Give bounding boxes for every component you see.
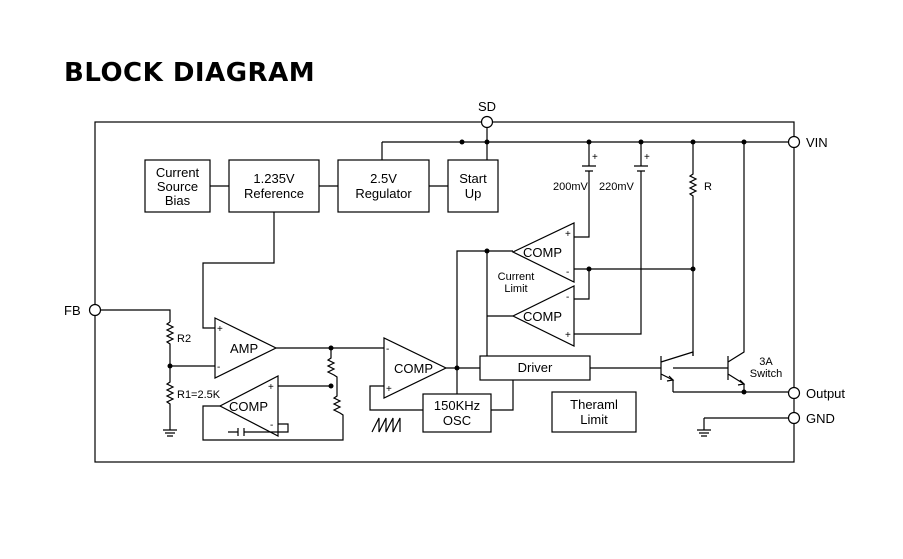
- q1-arrow: [666, 375, 675, 382]
- cl-comp2-label: COMP: [523, 309, 562, 324]
- current-limit-comp-1: COMP + -: [511, 222, 575, 283]
- gnd-pin: [787, 411, 801, 425]
- ref-to-amp-wire: [202, 212, 275, 329]
- v220-source: [574, 142, 648, 335]
- pwm-comp-plus: +: [386, 384, 392, 395]
- small-comp-label: COMP: [229, 399, 268, 414]
- start-up-line2: Up: [465, 186, 482, 201]
- driver-label: Driver: [518, 360, 553, 375]
- reference-line1: 1.235V: [253, 171, 295, 186]
- start-up-line1: Start: [459, 171, 487, 186]
- osc-block: 150KHz OSC: [422, 393, 492, 433]
- osc-line2: OSC: [443, 413, 471, 428]
- current-source-bias-block: Current Source Bias: [144, 159, 211, 213]
- cl-comp1-label: COMP: [523, 245, 562, 260]
- current-source-bias-line3: Bias: [165, 193, 191, 208]
- sd-pin: [480, 115, 494, 129]
- current-limit-comp-2: COMP - +: [511, 285, 575, 347]
- output-label: Output: [806, 386, 845, 401]
- r1-resistor: [165, 366, 175, 430]
- cl-comp1-plus: +: [565, 229, 571, 240]
- reference-line2: Reference: [244, 186, 304, 201]
- small-comp-plus: +: [268, 382, 274, 393]
- chip-outline: [94, 121, 795, 463]
- vin-label: VIN: [806, 135, 828, 150]
- r2-resistor: [165, 321, 215, 367]
- junction-dots: [167, 139, 747, 395]
- small-comp-minus: -: [270, 420, 273, 431]
- osc-to-comp-wire: [456, 250, 513, 394]
- osc-line1: 150KHz: [434, 398, 480, 413]
- v200-plus: +: [592, 152, 598, 163]
- driver-block: Driver: [479, 355, 591, 381]
- output-pin: [787, 386, 801, 400]
- q1-transistor: [660, 351, 694, 392]
- v200-label: 200mV: [553, 181, 589, 193]
- v220-plus: +: [644, 152, 650, 163]
- pwm-comp: COMP - +: [383, 337, 448, 399]
- r-label: R: [704, 181, 712, 193]
- ground-symbol-gnd: [697, 417, 788, 437]
- soft-start-comp: COMP + -: [218, 375, 279, 437]
- thermal-limit-block: Theraml Limit: [551, 391, 637, 433]
- ground-symbol-fb: [163, 429, 177, 437]
- amp-plus: +: [217, 324, 223, 335]
- regulator-block: 2.5V Regulator: [337, 159, 430, 213]
- cl-comp2-minus: -: [566, 292, 569, 303]
- reference-block: 1.235V Reference: [228, 159, 320, 213]
- current-source-bias-line1: Current: [156, 165, 200, 180]
- current-source-bias-line2: Source: [157, 179, 198, 194]
- sawtooth-icon: [371, 417, 401, 433]
- q2-transistor: [727, 142, 745, 393]
- v220-label: 220mV: [599, 181, 635, 193]
- regulator-line1: 2.5V: [370, 171, 397, 186]
- comp-capacitor: [228, 423, 289, 436]
- fb-wire: [101, 309, 171, 322]
- amp-minus: -: [217, 362, 220, 373]
- comp-network: [202, 348, 344, 441]
- gnd-label: GND: [806, 411, 835, 426]
- sense-resistor: [688, 142, 698, 356]
- osc-to-driver-wire: [491, 380, 514, 411]
- fb-label: FB: [64, 303, 81, 318]
- r2-label: R2: [177, 333, 191, 345]
- switch-line2: Switch: [750, 368, 782, 380]
- switch-line1: 3A: [759, 356, 773, 368]
- sd-label: SD: [478, 99, 496, 114]
- amp-label: AMP: [230, 341, 258, 356]
- r1-label: R1=2.5K: [177, 389, 221, 401]
- thermal-line2: Limit: [580, 412, 608, 427]
- thermal-line1: Theraml: [570, 397, 618, 412]
- ramp-wire: [369, 385, 423, 411]
- fb-pin: [88, 303, 102, 317]
- regulator-line2: Regulator: [355, 186, 412, 201]
- q2-arrow: [737, 379, 746, 386]
- current-limit-line1: Current: [498, 271, 535, 283]
- vin-pin: [787, 135, 801, 149]
- diagram-title: BLOCK DIAGRAM: [64, 58, 316, 88]
- pwm-comp-label: COMP: [394, 361, 433, 376]
- pwm-comp-minus: -: [386, 344, 389, 355]
- error-amp: AMP + -: [214, 317, 278, 379]
- v200-source: [574, 142, 596, 238]
- cl-comp1-minus: -: [566, 267, 569, 278]
- start-up-block: Start Up: [447, 159, 499, 213]
- cl-comp2-plus: +: [565, 330, 571, 341]
- sense-wire: [574, 268, 693, 300]
- current-limit-line2: Limit: [504, 283, 527, 295]
